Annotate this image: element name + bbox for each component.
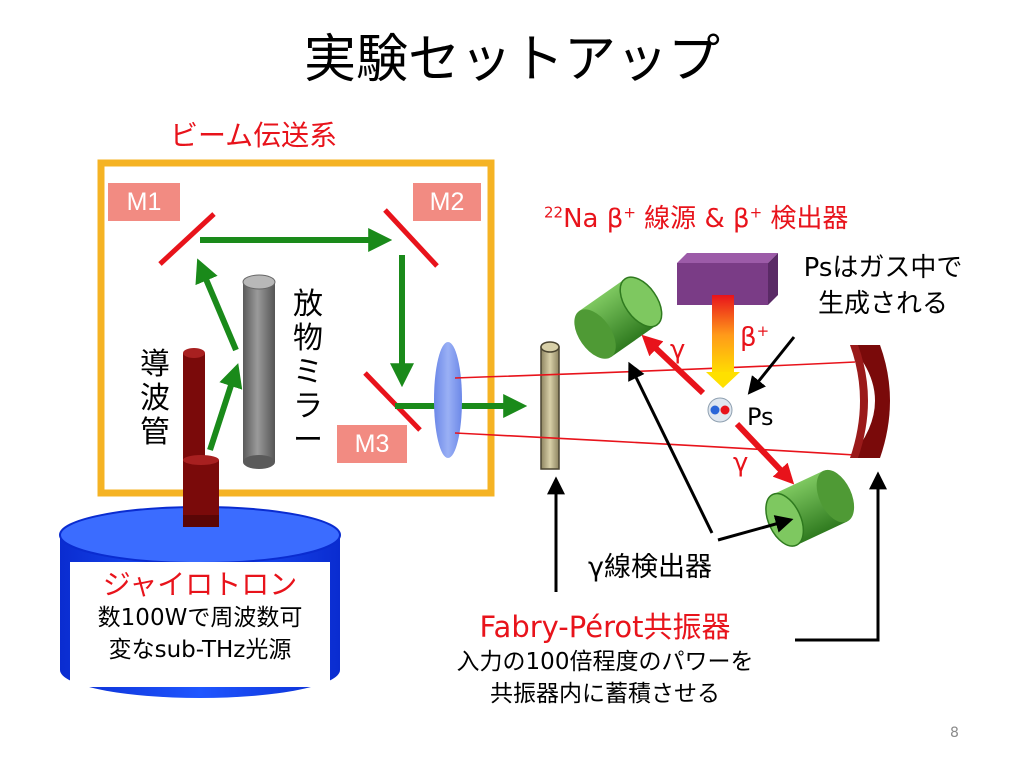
parabolic-mirror bbox=[242, 274, 276, 469]
gamma-arrow-lower bbox=[734, 421, 795, 485]
source-sup1: + bbox=[623, 203, 636, 222]
mirror-m3 bbox=[363, 371, 422, 432]
gyrotron-text: ジャイロトロン 数100Wで周波数可 変なsub-THz光源 bbox=[70, 568, 330, 666]
gamma-detector-label: γ線検出器 bbox=[588, 552, 712, 583]
detector-pointer-arrow-upper bbox=[628, 361, 714, 534]
fabry-perot-name: Fabry-Pérot共振器 bbox=[479, 610, 731, 644]
positronium-icon bbox=[707, 397, 733, 423]
beta-beam-tip bbox=[706, 372, 740, 388]
fabry-perot-desc-line2: 共振器内に蓄積させる bbox=[490, 681, 720, 707]
source-mid: 線源 & β bbox=[635, 204, 750, 234]
gyrotron-name: ジャイロトロン bbox=[102, 568, 298, 601]
ps-note-line1: Psはガス中で bbox=[803, 253, 963, 283]
gamma-label-upper: γ bbox=[670, 335, 686, 365]
fp-pointer-arrow-mirror bbox=[795, 471, 887, 642]
beta-beam bbox=[712, 295, 734, 375]
fabry-perot-end-mirror bbox=[850, 345, 890, 458]
detector-pointer-arrow-lower bbox=[717, 515, 794, 542]
beta-plus-label: β+ bbox=[740, 322, 769, 353]
gamma-label-lower: γ bbox=[733, 448, 749, 478]
fabry-perot-desc-line1: 入力の100倍程度のパワーを bbox=[456, 649, 754, 675]
parabolic-mirror-label: 放物ミラー bbox=[293, 287, 323, 458]
page-title: 実験セットアップ bbox=[303, 30, 720, 90]
waveguide-label: 導波管 bbox=[140, 347, 170, 450]
mirror-m1-label: M1 bbox=[108, 183, 180, 221]
source-detector-label: 22Na β+ 線源 & β+ 検出器 bbox=[544, 198, 848, 235]
ps-pointer-arrow bbox=[747, 336, 796, 395]
gamma-detector-lower bbox=[765, 469, 855, 547]
resonator-beam-upper bbox=[454, 361, 856, 379]
waveguide bbox=[183, 348, 219, 527]
ps-note: Psはガス中で 生成される bbox=[788, 250, 978, 322]
lens bbox=[434, 342, 462, 458]
gamma-detector-upper bbox=[574, 276, 663, 359]
resonator-beam-lower bbox=[454, 432, 856, 456]
fabry-perot-text: Fabry-Pérot共振器 入力の100倍程度のパワーを 共振器内に蓄積させる bbox=[405, 608, 805, 710]
gamma-arrow-upper bbox=[641, 334, 706, 396]
mirror-m2-label: M2 bbox=[413, 183, 481, 221]
beam-system-label: ビーム伝送系 bbox=[170, 119, 338, 152]
source-element: Na β bbox=[563, 204, 624, 234]
beam-system-box bbox=[97, 159, 495, 497]
beta-symbol: β bbox=[740, 322, 757, 353]
gyrotron-desc-line2: 変なsub-THz光源 bbox=[108, 637, 292, 663]
beam-arrow-2 bbox=[195, 258, 239, 352]
beta-sup: + bbox=[756, 322, 770, 340]
source-tail: 検出器 bbox=[762, 204, 849, 234]
gyrotron-desc-line1: 数100Wで周波数可 bbox=[97, 605, 303, 631]
ps-note-line2: 生成される bbox=[817, 289, 948, 319]
mirror-m3-label: M3 bbox=[337, 425, 407, 463]
source-sup2: + bbox=[749, 203, 763, 222]
ps-label: Ps bbox=[747, 403, 774, 431]
mirror-m1 bbox=[158, 212, 216, 266]
na-mass-number: 22 bbox=[544, 203, 564, 222]
page-number: 8 bbox=[950, 725, 959, 741]
fabry-perot-window bbox=[540, 341, 560, 470]
beam-arrow-1 bbox=[207, 363, 243, 451]
mirror-m2 bbox=[383, 208, 439, 268]
gyrotron-cylinder bbox=[59, 506, 341, 698]
